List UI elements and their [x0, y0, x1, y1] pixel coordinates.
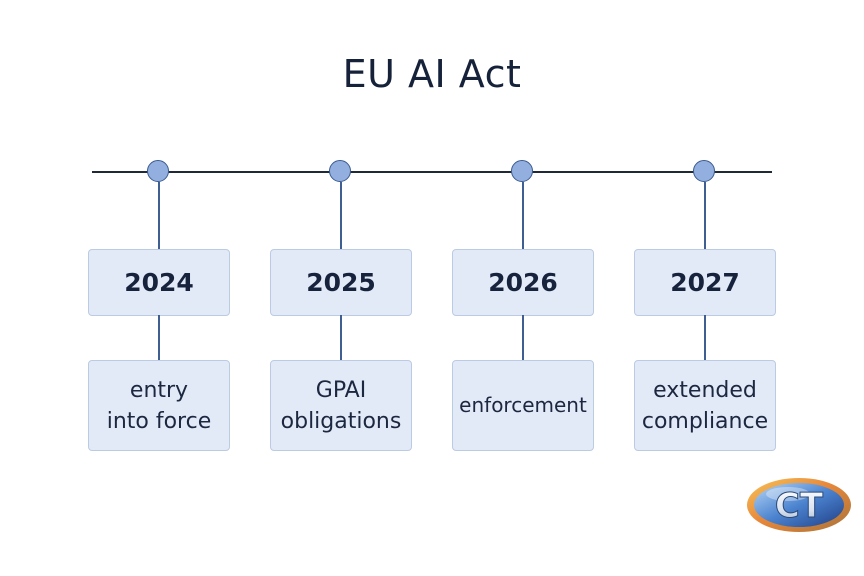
connector-line: [158, 182, 160, 250]
connector-line: [704, 315, 706, 361]
timeline-dot: [511, 160, 533, 182]
year-label: 2026: [488, 268, 558, 297]
description-line: obligations: [280, 408, 402, 434]
milestone-2025: 2025 GPAI obligations: [270, 0, 412, 576]
page-title: EU AI Act: [342, 52, 522, 96]
timeline-dot: [147, 160, 169, 182]
timeline-dot: [693, 160, 715, 182]
year-box: 2024: [88, 249, 230, 316]
milestone-2027: 2027 extended compliance: [634, 0, 776, 576]
year-box: 2027: [634, 249, 776, 316]
year-label: 2025: [306, 268, 376, 297]
svg-text:CT: CT: [775, 486, 824, 526]
year-label: 2024: [124, 268, 194, 297]
ct-logo-icon: CT: [744, 474, 854, 536]
description-line: enforcement: [459, 393, 587, 417]
connector-line: [704, 182, 706, 250]
milestone-2024: 2024 entry into force: [88, 0, 230, 576]
connector-line: [522, 315, 524, 361]
year-label: 2027: [670, 268, 740, 297]
description-box: extended compliance: [634, 360, 776, 451]
connector-line: [340, 315, 342, 361]
description-line: GPAI: [315, 377, 367, 403]
description-box: entry into force: [88, 360, 230, 451]
description-box: GPAI obligations: [270, 360, 412, 451]
connector-line: [522, 182, 524, 250]
description-line: into force: [106, 408, 212, 434]
year-box: 2025: [270, 249, 412, 316]
connector-line: [158, 315, 160, 361]
timeline-line: [92, 171, 772, 173]
timeline-dot: [329, 160, 351, 182]
description-line: extended: [653, 377, 757, 403]
milestone-2026: 2026 enforcement: [452, 0, 594, 576]
year-box: 2026: [452, 249, 594, 316]
description-box: enforcement: [452, 360, 594, 451]
connector-line: [340, 182, 342, 250]
description-line: entry: [129, 377, 189, 403]
description-line: compliance: [641, 408, 769, 434]
